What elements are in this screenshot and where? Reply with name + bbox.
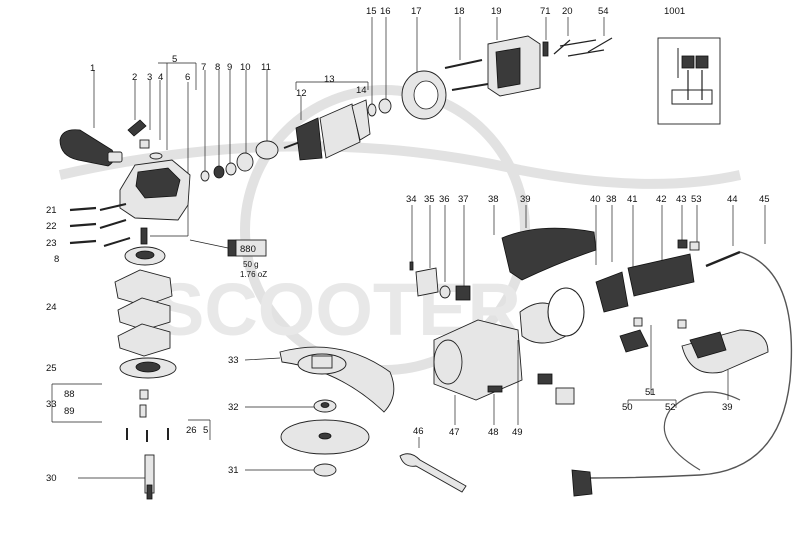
part-shaft-components: [200, 70, 279, 182]
label-51: 51: [645, 387, 656, 398]
label-32: 32: [228, 402, 239, 413]
label-41: 41: [627, 194, 638, 205]
part-flange-nut: [245, 399, 337, 413]
label-4: 4: [158, 72, 163, 83]
label-3: 3: [147, 72, 152, 83]
label-10: 10: [240, 62, 251, 73]
watermark: SCOOTER: [58, 85, 742, 375]
label-1: 1: [90, 63, 95, 74]
label-17: 17: [411, 6, 422, 17]
label-2: 2: [132, 72, 137, 83]
part-power-cord: [571, 205, 793, 497]
part-spindle: [51, 383, 211, 500]
label-13: 13: [324, 74, 335, 85]
part-rear-handle: [681, 329, 769, 400]
label-35: 35: [424, 194, 435, 205]
part-spindle-flange: [119, 357, 177, 379]
label-39: 39: [520, 194, 531, 205]
label-5b: 5: [203, 425, 208, 436]
label-47: 47: [449, 427, 460, 438]
label-43: 43: [676, 194, 687, 205]
label-50: 50: [622, 402, 633, 413]
wiring-diagram-box: [657, 37, 721, 125]
part-armature: [283, 17, 392, 161]
tube-weight-oz: 1.76 oZ: [240, 270, 267, 279]
label-46: 46: [413, 426, 424, 437]
label-23: 23: [46, 238, 57, 249]
label-53: 53: [691, 194, 702, 205]
label-14: 14: [356, 85, 367, 96]
label-54: 54: [598, 6, 609, 17]
label-21: 21: [46, 205, 57, 216]
label-24: 24: [46, 302, 57, 313]
part-support-flange: [245, 463, 337, 477]
label-48: 48: [488, 427, 499, 438]
part-side-handle: [59, 70, 123, 167]
part-electronics: [537, 205, 695, 405]
label-25: 25: [46, 363, 57, 374]
label-15: 15: [366, 6, 377, 17]
part-switch: [619, 317, 687, 408]
label-38b: 38: [606, 194, 617, 205]
part-pin-spanner: [399, 437, 467, 493]
part-bearing-flange: [124, 227, 166, 266]
label-34: 34: [406, 194, 417, 205]
label-20: 20: [562, 6, 573, 17]
part-stator: [444, 17, 541, 97]
label-71: 71: [540, 6, 551, 17]
part-air-guide-ring: [401, 17, 447, 120]
part-gear-housing: [119, 62, 197, 237]
label-1001: 1001: [664, 6, 685, 17]
label-49: 49: [512, 427, 523, 438]
part-lock-button: [127, 80, 163, 160]
label-8: 8: [215, 62, 220, 73]
tube-weight-g: 50 g: [243, 260, 259, 269]
label-33: 33: [46, 399, 57, 410]
label-12: 12: [296, 88, 307, 99]
label-5: 5: [172, 54, 177, 65]
label-22: 22: [46, 221, 57, 232]
label-26: 26: [186, 425, 197, 436]
label-33b: 33: [228, 355, 239, 366]
label-40: 40: [590, 194, 601, 205]
label-31: 31: [228, 465, 239, 476]
part-gaskets: [114, 269, 173, 357]
label-88: 88: [64, 389, 75, 400]
label-39b: 39: [722, 402, 733, 413]
label-9: 9: [227, 62, 232, 73]
label-6: 6: [185, 72, 190, 83]
label-45: 45: [759, 194, 770, 205]
label-19: 19: [491, 6, 502, 17]
label-52: 52: [665, 402, 676, 413]
label-16: 16: [380, 6, 391, 17]
label-18: 18: [454, 6, 465, 17]
part-field-leads: [542, 17, 613, 57]
label-37: 37: [458, 194, 469, 205]
part-grinding-disc: [280, 419, 370, 455]
label-11: 11: [261, 62, 271, 73]
callout-labels: 1 2 3 4 5 6 7 8 9 10 11 12 13 14 15 16 1…: [46, 6, 770, 484]
label-89: 89: [64, 406, 75, 417]
part-screws: [69, 203, 131, 247]
label-42: 42: [656, 194, 667, 205]
label-36: 36: [439, 194, 450, 205]
part-wheel-guard: [244, 346, 395, 413]
label-30: 30: [46, 473, 57, 484]
label-38: 38: [488, 194, 499, 205]
label-8b: 8: [54, 254, 59, 265]
label-7: 7: [201, 62, 206, 73]
grease-tube: 880 50 g 1.76 oZ: [189, 239, 267, 279]
label-44: 44: [727, 194, 738, 205]
tube-number: 880: [240, 244, 256, 255]
